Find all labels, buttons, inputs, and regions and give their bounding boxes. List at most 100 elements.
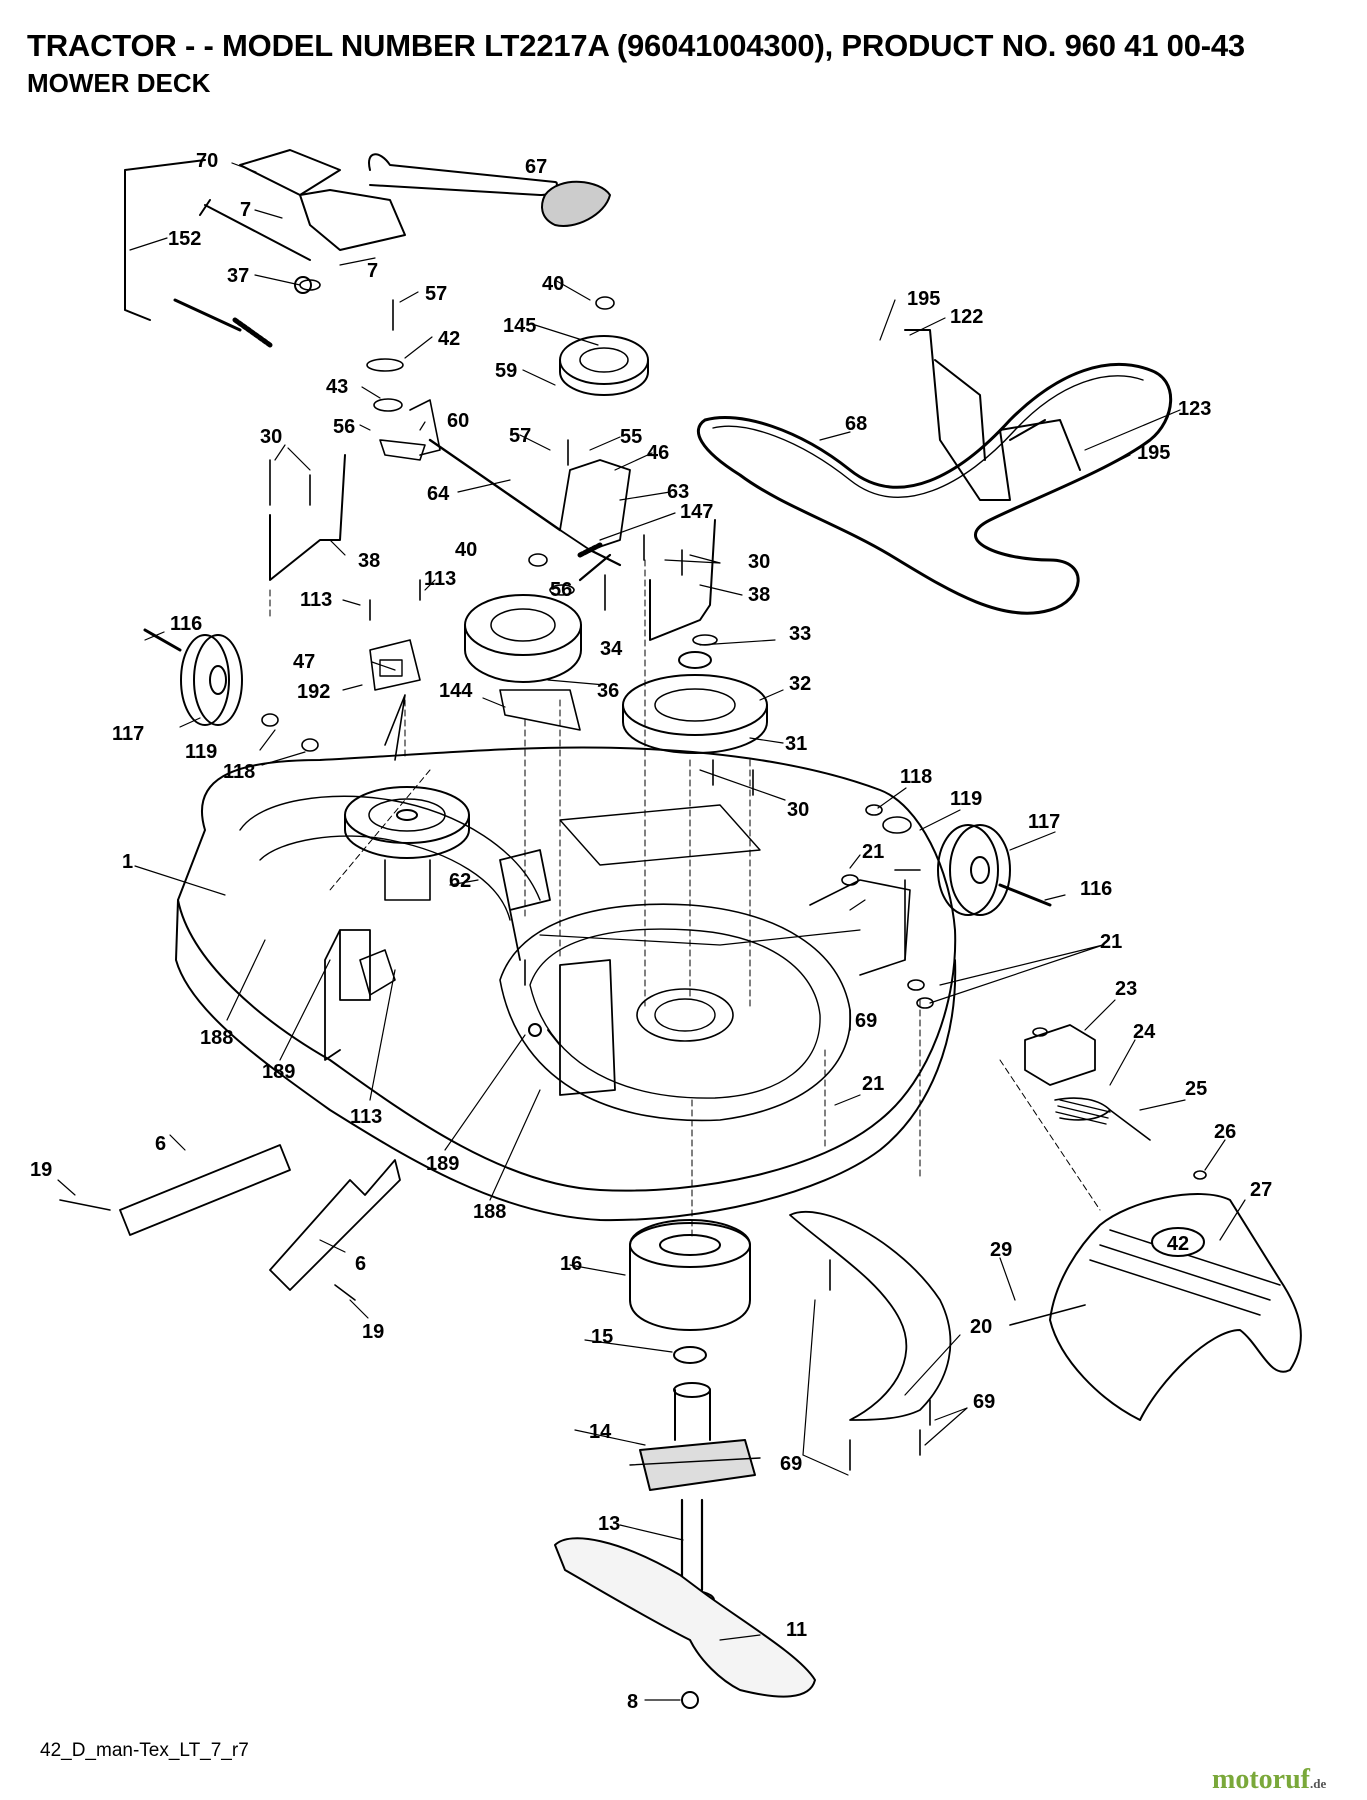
callout-label: 62: [449, 870, 471, 892]
callout-label: 189: [426, 1153, 459, 1175]
callout-label: 69: [855, 1010, 877, 1032]
callout-label: 59: [495, 360, 517, 382]
callout-label: 118: [900, 766, 932, 788]
callout-label: 7: [367, 260, 378, 282]
callout-label: 30: [787, 799, 809, 821]
callout-label: 8: [627, 1691, 638, 1713]
callout-label: 123: [1178, 398, 1211, 420]
callout-label: 23: [1115, 978, 1137, 1000]
section-subtitle: MOWER DECK: [27, 68, 211, 98]
callout-label: 113: [350, 1106, 382, 1128]
callout-label: 40: [455, 539, 477, 561]
callout-label: 57: [509, 425, 531, 447]
callout-label: 195: [907, 288, 940, 310]
callout-label: 29: [990, 1239, 1012, 1261]
spindle-pulley-32: [622, 651, 768, 754]
callout-label: 188: [473, 1201, 506, 1223]
callout-label: 67: [525, 156, 547, 178]
callout-label: 33: [789, 623, 811, 645]
callout-label: 40: [542, 273, 564, 295]
callout-label: 30: [260, 426, 282, 448]
lift-linkage: [124, 149, 558, 348]
callout-label: 118: [223, 761, 255, 783]
gauge-wheel-left: [143, 628, 243, 726]
callout-label: 38: [358, 550, 380, 572]
callout-label: 119: [185, 741, 217, 763]
callout-label: 15: [591, 1326, 613, 1348]
idler-pulley-36: [464, 594, 582, 731]
chute-badge: 42: [1151, 1227, 1205, 1257]
callout-labels: 70 67 7 7 152 37 57 42 43 60 56 64 40 14…: [30, 150, 1272, 1713]
callout-label: 6: [155, 1133, 166, 1155]
callout-label: 37: [227, 265, 249, 287]
callout-label: 14: [589, 1421, 612, 1443]
callout-label: 1: [122, 851, 133, 873]
callout-label: 69: [973, 1391, 995, 1413]
callout-label: 116: [170, 613, 202, 635]
gauge-wheel-right: [937, 824, 1052, 916]
callout-label: 38: [748, 584, 770, 606]
callout-label: 6: [355, 1253, 366, 1275]
callout-label: 189: [262, 1061, 295, 1083]
callout-label: 116: [1080, 878, 1112, 900]
callout-label: 11: [786, 1619, 807, 1641]
callout-label: 122: [950, 306, 983, 328]
watermark-text: motoruf: [1212, 1764, 1310, 1795]
callout-label: 64: [427, 483, 450, 505]
chute-badge-text: 42: [1167, 1233, 1189, 1255]
callout-label: 46: [647, 442, 669, 464]
callout-label: 63: [667, 481, 689, 503]
callout-label: 21: [862, 841, 884, 863]
callout-label: 117: [112, 723, 144, 745]
deck-housing: [175, 694, 957, 1222]
watermark-tld: .de: [1309, 1776, 1327, 1791]
callout-label: 113: [424, 568, 456, 590]
callout-label: 13: [598, 1513, 620, 1535]
callout-label: 192: [297, 681, 330, 703]
callout-label: 34: [600, 638, 623, 660]
callout-label: 195: [1137, 442, 1170, 464]
spindle-housing: [629, 1382, 761, 1491]
callout-label: 56: [333, 416, 355, 438]
callout-label: 119: [950, 788, 982, 810]
fasteners: [59, 279, 1207, 1471]
callout-label: 43: [326, 376, 348, 398]
alignment-lines: [269, 559, 1101, 1241]
callout-label: 188: [200, 1027, 233, 1049]
callout-label: 147: [680, 501, 713, 523]
callout-label: 55: [620, 426, 642, 448]
callout-label: 31: [785, 733, 807, 755]
callout-label: 21: [862, 1073, 884, 1095]
callout-label: 144: [439, 680, 473, 702]
callout-label: 16: [560, 1253, 582, 1275]
leader-lines: [57, 162, 1246, 1701]
callout-label: 24: [1133, 1021, 1156, 1043]
callout-label: 30: [748, 551, 770, 573]
callout-label: 25: [1185, 1078, 1207, 1100]
callout-label: 20: [970, 1316, 992, 1338]
callout-label: 68: [845, 413, 867, 435]
callout-label: 57: [425, 283, 447, 305]
callout-label: 69: [780, 1453, 802, 1475]
callout-label: 117: [1028, 811, 1060, 833]
callout-label: 70: [196, 150, 218, 172]
callout-label: 19: [30, 1159, 52, 1181]
callout-label: 7: [240, 199, 251, 221]
callout-label: 113: [300, 589, 332, 611]
callout-label: 47: [293, 651, 315, 673]
drawing-reference: 42_D_man-Tex_LT_7_r7: [40, 1740, 249, 1761]
callout-label: 152: [168, 228, 201, 250]
callout-label: 26: [1214, 1121, 1236, 1143]
callout-label: 60: [447, 410, 469, 432]
callout-label: 19: [362, 1321, 384, 1343]
callout-label: 145: [503, 315, 536, 337]
page-title: TRACTOR - - MODEL NUMBER LT2217A (960410…: [27, 28, 1245, 63]
watermark: motoruf.de: [1212, 1764, 1326, 1796]
callout-label: 27: [1250, 1179, 1272, 1201]
callout-label: 32: [789, 673, 811, 695]
deck-pulley-left: [344, 786, 470, 901]
callout-label: 56: [550, 579, 572, 601]
callout-label: 21: [1100, 931, 1122, 953]
discharge-chute: [1049, 1193, 1302, 1421]
